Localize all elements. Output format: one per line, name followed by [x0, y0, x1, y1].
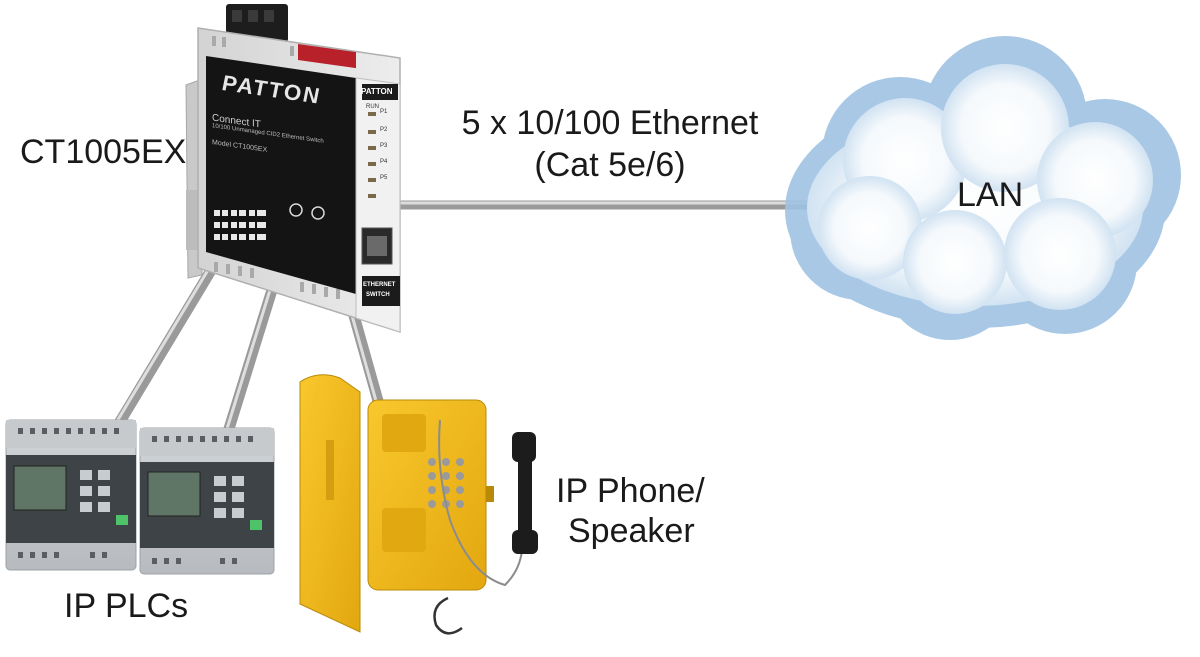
phone-cord: [438, 419, 523, 587]
plc-2-screen: [147, 471, 201, 517]
phone-lid: [299, 374, 361, 633]
lan-cloud-label: LAN: [957, 176, 1024, 214]
ip-phone-label-line2: Speaker: [568, 512, 695, 550]
switch-front-panel: [355, 77, 401, 333]
device-model-label: CT1005EX: [20, 133, 187, 171]
ip-phone-speaker: [299, 374, 538, 635]
plc-1-screen: [13, 465, 67, 511]
cables: [112, 200, 865, 438]
ethernet-switch-device: [185, 4, 401, 334]
cable-to-phone: [347, 306, 386, 414]
cable-to-plc-1: [112, 266, 216, 431]
phone-keypad: [428, 458, 464, 508]
device-run-label: RUN: [366, 104, 379, 110]
device-panel-label-1: ETHERNET: [363, 282, 396, 288]
ip-plcs-label: IP PLCs: [64, 587, 189, 625]
lan-cloud: [785, 36, 1181, 340]
ethernet-link-label-line2: (Cat 5e/6): [534, 146, 686, 184]
phone-handset: [512, 432, 538, 554]
port-label: P5: [380, 175, 388, 181]
cable-to-plc-2: [222, 284, 278, 438]
ip-phone-label-line1: IP Phone/: [556, 472, 705, 510]
plc-unit-2: [139, 427, 275, 575]
port-label: P4: [380, 159, 388, 165]
device-panel-label-2: SWITCH: [366, 292, 390, 298]
status-leds: [368, 112, 376, 198]
port-label: P1: [380, 109, 388, 115]
plc-unit-1: [5, 419, 137, 571]
port-label: P3: [380, 143, 388, 149]
port-label: P2: [380, 127, 388, 133]
ethernet-link-label-line1: 5 x 10/100 Ethernet: [461, 104, 759, 142]
device-side-brand: PATTON: [361, 87, 393, 96]
